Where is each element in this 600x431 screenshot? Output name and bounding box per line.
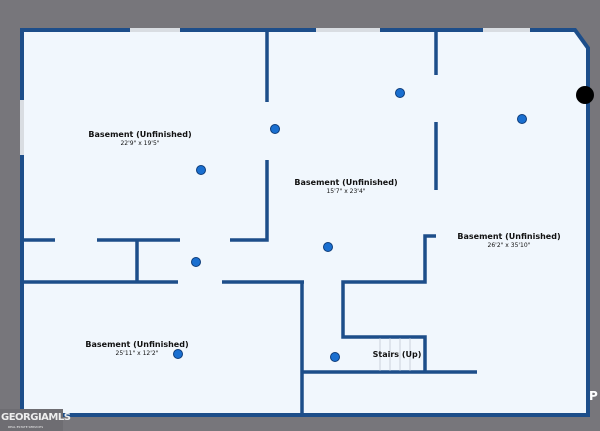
camera-marker[interactable] [517,114,527,124]
room-dimensions: 15'7" x 23'4" [326,188,366,195]
room-label: Basement (Unfinished) 26'2" x 35'10" [457,232,560,249]
camera-marker[interactable] [191,257,201,267]
room-name: Basement (Unfinished) [457,232,561,241]
door-marker-icon [576,86,594,104]
room-label: Basement (Unfinished) 25'11" x 12'2" [85,340,188,357]
georgia-mls-logo: GEORGIAMLS REAL ESTATE SERVICES [0,409,71,431]
logo-text: GEORGIAMLS [1,412,71,423]
stair-treads [379,338,411,371]
windows [20,28,530,155]
camera-marker[interactable] [196,165,206,175]
floor-area [20,28,590,417]
room-dimensions: 22'9" x 19'5" [120,140,160,147]
camera-marker[interactable] [323,242,333,252]
room-name: Basement (Unfinished) [88,130,192,139]
camera-marker[interactable] [270,124,280,134]
camera-marker[interactable] [395,88,405,98]
room-dimensions: 25'11" x 12'2" [115,350,159,357]
camera-marker[interactable] [173,349,183,359]
room-name: Basement (Unfinished) [85,340,189,349]
room-label: Basement (Unfinished) 15'7" x 23'4" [294,178,397,195]
room-name: Basement (Unfinished) [294,178,398,187]
stairs-label: Stairs (Up) [373,350,422,359]
room-dimensions: 26'2" x 35'10" [487,242,531,249]
camera-marker[interactable] [330,352,340,362]
logo-subtext: REAL ESTATE SERVICES [8,425,44,429]
interior-walls [22,30,477,415]
stairs-text: Stairs (Up) [372,350,422,359]
room-label: Basement (Unfinished) 22'9" x 19'5" [88,130,191,147]
edge-mark: P [589,389,598,403]
